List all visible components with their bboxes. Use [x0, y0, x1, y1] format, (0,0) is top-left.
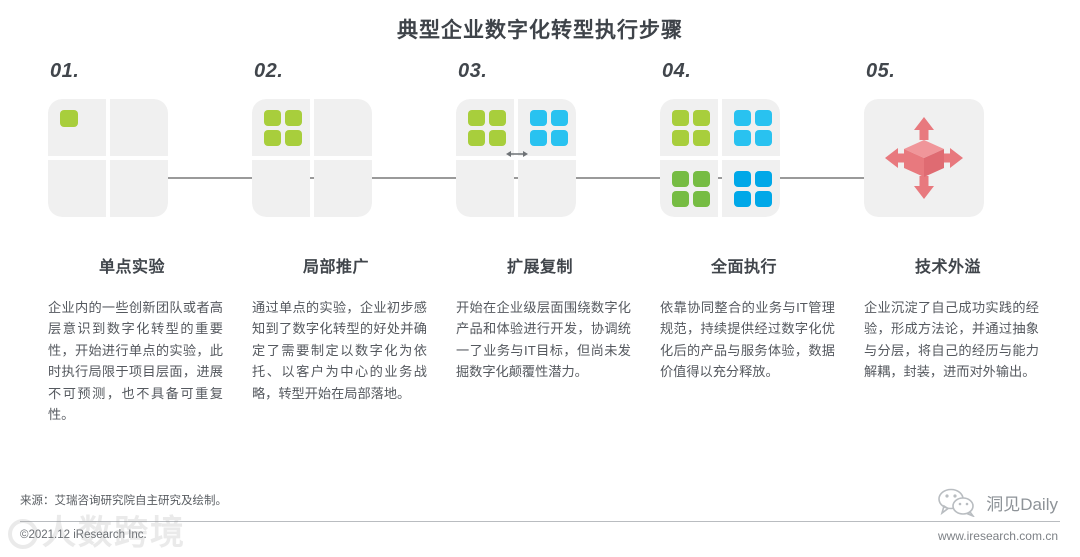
dot-cluster-blue-tr: [530, 110, 568, 146]
dot-cluster-green-single: [60, 110, 78, 127]
grid-two-quadrants-exchange-icon: [456, 99, 576, 217]
dot-cluster-blue-br: [734, 171, 772, 207]
step-heading: 单点实验: [98, 259, 165, 276]
cube-expand-icon: [885, 117, 963, 199]
page-title: 典型企业数字化转型执行步骤: [397, 19, 683, 42]
step-heading: 技术外溢: [914, 259, 981, 276]
dot-cluster-blue-tr: [734, 110, 772, 146]
dot-cluster-green-bl: [672, 171, 710, 207]
step-number: 02.: [254, 60, 284, 82]
steps-row: 01. 单点实验 企业内的一些创新团队或者高层意识到数字化转型的重要性，开始进行…: [30, 60, 1050, 425]
step-number: 05.: [866, 60, 896, 82]
quadrant-top-left: [456, 99, 514, 156]
quadrant-top-right: [722, 99, 780, 156]
step-body-text: 通过单点的实验，企业初步感知到了数字化转型的好处并确定了需要制定以数字化为依托、…: [252, 300, 427, 401]
quadrant-top-left: [660, 99, 718, 156]
dot-cluster-green-tl: [468, 110, 506, 146]
quadrant-top-left: [252, 99, 310, 156]
quadrant-bottom-right: [314, 160, 372, 217]
quadrant-bottom-left: [48, 160, 106, 217]
cube-expand-card: [864, 99, 984, 217]
double-arrow-icon: [506, 151, 528, 157]
source-note: 来源：艾瑞咨询研究院自主研究及绘制。: [20, 495, 227, 507]
step-number: 04.: [662, 60, 692, 82]
step-04: 04.: [642, 60, 846, 425]
step-body-text: 开始在企业级层面围绕数字化产品和体验进行开发，协调统一了业务与IT目标，但尚未发…: [456, 300, 631, 380]
quadrant-bottom-right: [518, 160, 576, 217]
brand-name: 洞见Daily: [986, 494, 1058, 514]
step-heading: 全面执行: [710, 259, 777, 276]
step-05: 05.: [846, 60, 1050, 425]
quadrant-top-left: [48, 99, 106, 156]
website-url: www.iresearch.com.cn: [937, 529, 1058, 543]
quadrant-bottom-left: [252, 160, 310, 217]
quadrant-top-right: [518, 99, 576, 156]
quadrant-top-right: [314, 99, 372, 156]
quadrant-bottom-left: [660, 160, 718, 217]
copyright-text: ©2021.12 iResearch Inc.: [20, 529, 147, 541]
dot-cluster-green-tl: [264, 110, 302, 146]
step-number: 03.: [458, 60, 488, 82]
step-01: 01. 单点实验 企业内的一些创新团队或者高层意识到数字化转型的重要性，开始进行…: [30, 60, 234, 425]
quadrant-top-right: [110, 99, 168, 156]
wechat-icon: [938, 488, 975, 517]
step-03: 03.: [438, 60, 642, 425]
brand-block: 洞见Daily: [937, 487, 1058, 517]
step-body-text: 企业沉淀了自己成功实践的经验，形成方法论，并通过抽象与分层，将自己的经历与能力解…: [864, 300, 1039, 380]
dot-cluster-green-tl: [672, 110, 710, 146]
grid-four-quadrants-icon: [660, 99, 780, 217]
step-heading: 局部推广: [302, 259, 369, 276]
step-body-text: 依靠协同整合的业务与IT管理规范，持续提供经过数字化优化后的产品与服务体验，数据…: [660, 300, 835, 380]
step-02: 02. 局部推广 通过单点的实验，企业初步感知到了数字化转型的好处并确定了需要制…: [234, 60, 438, 425]
quadrant-bottom-right: [110, 160, 168, 217]
footer-divider: [20, 521, 1060, 522]
step-number: 01.: [50, 60, 80, 82]
quadrant-bottom-left: [456, 160, 514, 217]
quadrant-bottom-right: [722, 160, 780, 217]
grid-one-quadrant-icon: [252, 99, 372, 217]
step-body-text: 企业内的一些创新团队或者高层意识到数字化转型的重要性，开始进行单点的实验，此时执…: [48, 300, 223, 422]
step-heading: 扩展复制: [506, 259, 573, 276]
grid-one-cell-icon: [48, 99, 168, 217]
